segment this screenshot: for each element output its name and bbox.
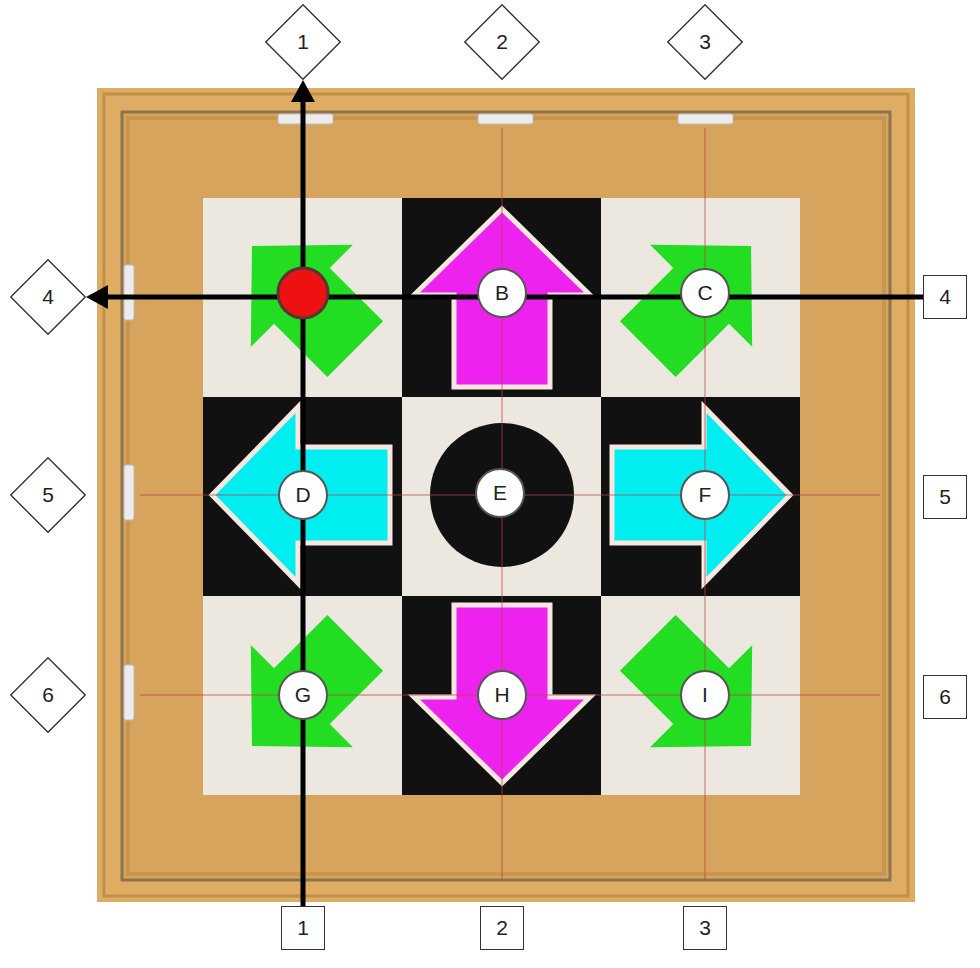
label-diamond: 6: [10, 657, 86, 733]
tile-circle: E: [475, 468, 525, 518]
red-marker: [278, 268, 328, 318]
label-square: 1: [281, 906, 325, 950]
callout-number: 3: [699, 916, 711, 939]
tray-shade: [128, 118, 884, 874]
tile-circle: H: [477, 670, 527, 720]
label-square: 2: [480, 906, 524, 950]
arrow-head: [291, 80, 315, 102]
label-diamond: 4: [10, 259, 86, 335]
tile-arrows: [201, 195, 802, 797]
wood-frame: [97, 88, 915, 902]
tile-circle: D: [278, 470, 328, 520]
tile-letter: F: [699, 483, 712, 506]
callout-number: 4: [42, 285, 54, 308]
callout-number: 5: [939, 485, 951, 508]
callout-number: 6: [939, 685, 951, 708]
callout-number: 3: [699, 30, 711, 53]
callout-number: 4: [939, 285, 951, 308]
label-square: 6: [923, 675, 967, 719]
tray: [122, 112, 890, 880]
label-diamond: 1: [265, 4, 341, 80]
label-diamond: 5: [10, 457, 86, 533]
callout-number: 2: [496, 916, 508, 939]
callout-number: 1: [297, 916, 309, 939]
tile-letter: I: [702, 683, 708, 706]
label-diamond: 2: [464, 4, 540, 80]
tile-letter: H: [494, 683, 509, 706]
tile-letter: C: [697, 281, 712, 304]
tile-letter: G: [295, 683, 311, 706]
label-square: 3: [683, 906, 727, 950]
tile-circle: F: [680, 470, 730, 520]
callout-number: 5: [42, 483, 54, 506]
wood-edge: [104, 94, 908, 896]
tile-letter: B: [495, 281, 509, 304]
label-diamond: 3: [667, 4, 743, 80]
tile-letter: E: [493, 481, 507, 504]
tile-letter: D: [295, 483, 310, 506]
callout-number: 2: [496, 30, 508, 53]
arrow-head: [86, 285, 108, 309]
tile-grid: [203, 198, 800, 795]
label-square: 5: [923, 475, 967, 519]
tile-circle: B: [477, 268, 527, 318]
label-square: 4: [923, 275, 967, 319]
callout-number: 1: [297, 30, 309, 53]
tile-circle: C: [680, 268, 730, 318]
tile-circle: I: [680, 670, 730, 720]
callout-number: 6: [42, 683, 54, 706]
tile-circle: G: [278, 670, 328, 720]
guide-lines: [140, 128, 880, 880]
